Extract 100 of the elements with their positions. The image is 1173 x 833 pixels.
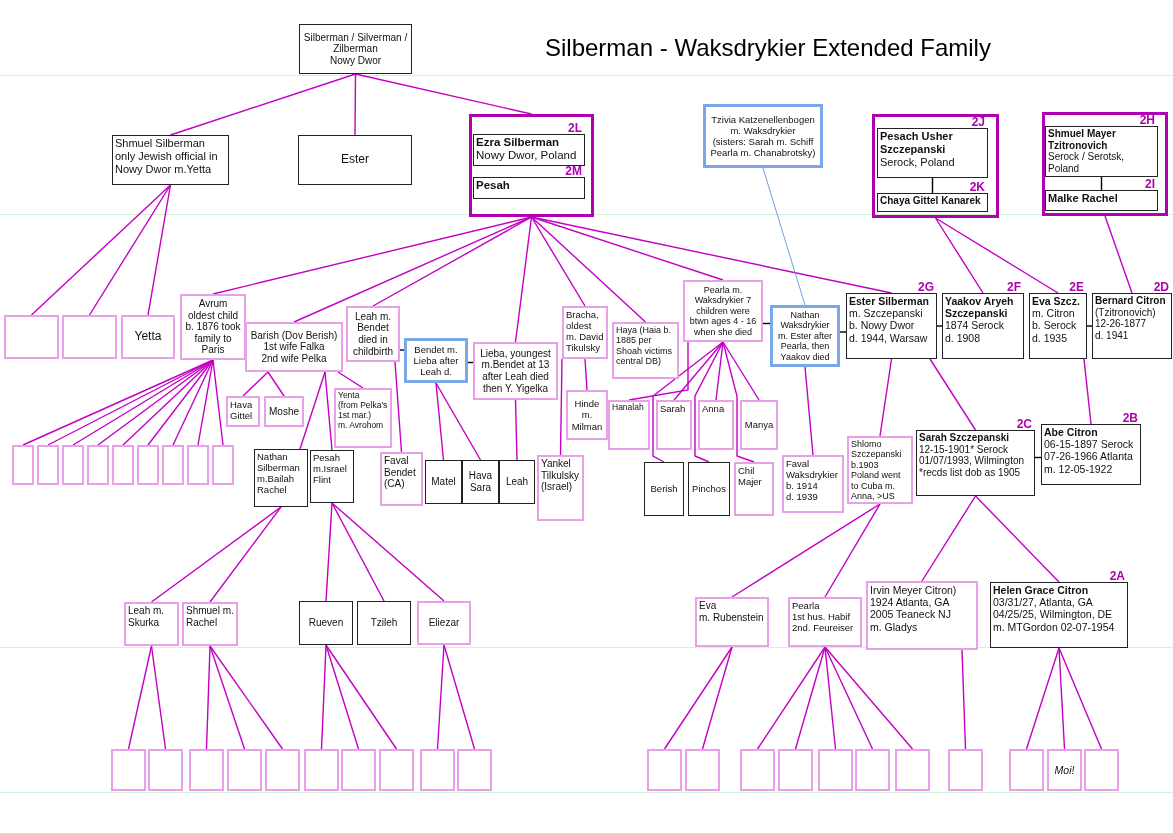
- name-text: Yankel Tilkulsky (Israel): [541, 458, 580, 493]
- person-box: [499, 460, 535, 504]
- generation-code: 2K: [969, 180, 985, 194]
- name-text: Shmuel m. Rachel: [186, 605, 234, 629]
- person-box: [782, 455, 844, 513]
- connector-line: [197, 359, 214, 446]
- empty-box: [341, 749, 376, 791]
- empty-box: [137, 445, 159, 485]
- connector-line: [209, 645, 284, 750]
- name-text: Nathan Silberman m.Bailah Rachel: [257, 451, 301, 496]
- connector-line: [1034, 456, 1042, 459]
- detail-text: m. Gladys: [870, 620, 919, 633]
- person-box: [124, 602, 179, 646]
- connector-line: [934, 217, 1059, 294]
- name-text: Eva: [699, 600, 718, 612]
- empty-box: [187, 445, 209, 485]
- name-text: Nathan Waksdrykier m. Ester after Pearla, then Yaakov died: [777, 309, 833, 363]
- connector-line: [530, 216, 647, 323]
- generation-code: 2E: [1069, 280, 1084, 294]
- connector-line: [756, 646, 826, 750]
- connector-line: [839, 331, 847, 333]
- connector-line: [467, 361, 474, 364]
- connector-line: [325, 644, 398, 750]
- connector-line: [694, 341, 724, 463]
- empty-box: [162, 445, 184, 485]
- connector-line: [172, 359, 214, 446]
- empty-box: [111, 749, 146, 791]
- detail-text: d. 1908: [945, 331, 982, 344]
- name-text: Berish: [649, 483, 679, 495]
- connector-line: [127, 645, 153, 750]
- empty-box: [148, 749, 183, 791]
- connector-line: [731, 503, 881, 598]
- connector-line: [824, 646, 837, 750]
- person-box: [656, 400, 692, 450]
- empty-box: [1084, 749, 1119, 791]
- name-text: Faval Bendet (CA): [384, 455, 417, 490]
- generation-code: 2H: [1139, 113, 1155, 127]
- name-text: Sarah: [660, 403, 687, 414]
- detail-text: Serock / Serotsk, Poland: [1048, 151, 1126, 175]
- name-text: Bendet m. Lieba after Leah d.: [412, 343, 460, 377]
- empty-box: [379, 749, 414, 791]
- name-text: Pearla m. Waksdrykier 7 children were btwn ages 4 - 16 when she died: [688, 284, 758, 338]
- empty-box: [948, 749, 983, 791]
- empty-box: [1009, 749, 1044, 791]
- connector-line: [147, 184, 172, 316]
- detail-text: 1874 Serock: [945, 319, 1005, 332]
- connector-line: [584, 358, 588, 391]
- generation-code: 2G: [918, 280, 934, 294]
- empty-box: [212, 445, 234, 485]
- connector-line: [354, 73, 357, 136]
- detail-text: 12-15-1901* Serock: [919, 443, 1009, 456]
- empty-box: [62, 315, 117, 359]
- connector-line: [1104, 215, 1133, 294]
- detail-text: m. 12-05-1922: [1044, 462, 1114, 475]
- connector-line: [559, 358, 563, 456]
- connector-line: [372, 216, 533, 307]
- person-box: [608, 400, 650, 450]
- connector-line: [804, 366, 814, 456]
- name-text: Hava Sara: [467, 470, 494, 494]
- connector-line: [514, 216, 533, 343]
- connector-line: [936, 325, 943, 327]
- name-text: Leah: [504, 476, 530, 488]
- connector-line: [436, 644, 445, 750]
- person-box: [357, 601, 411, 645]
- empty-box: [778, 749, 813, 791]
- connector-line: [921, 495, 977, 582]
- empty-box: [647, 749, 682, 791]
- person-box: [866, 581, 978, 650]
- detail-text: *recds list dob as 1905: [919, 466, 1022, 479]
- name-text: Tzileh: [369, 617, 399, 629]
- name-text: Yaakov Aryeh Szczepanski: [945, 295, 1015, 320]
- name-text: Hava Gittel: [230, 399, 254, 422]
- connector-line: [824, 646, 874, 750]
- person-box: [264, 396, 304, 427]
- person-box: [310, 450, 354, 503]
- detail-text: d. 1939: [786, 491, 819, 503]
- name-text: Yenta: [338, 391, 361, 401]
- name-text: Moi!: [1053, 763, 1076, 777]
- empty-box: [685, 749, 720, 791]
- name-text: Eva Szcz.: [1032, 295, 1081, 308]
- detail-text: b. 1914: [786, 480, 819, 492]
- detail-text: Nowy Dwor, Poland: [476, 149, 578, 163]
- detail-text: m. Rubenstein: [699, 611, 765, 624]
- connector-line: [209, 506, 282, 603]
- connector-line: [715, 341, 724, 401]
- name-text: Manya: [744, 419, 774, 431]
- detail-text: 04/25/25, Wilmington, DE: [993, 608, 1114, 621]
- person-box: [770, 305, 840, 367]
- name-text: Yetta: [133, 330, 163, 344]
- detail-text: m. Avrohom: [338, 420, 385, 431]
- name-text: Rueven: [307, 617, 345, 629]
- name-text: Avrum oldest child b. 1876 took family to Paris: [184, 298, 242, 356]
- name-text: Anna: [702, 403, 726, 414]
- person-box: [473, 342, 558, 400]
- detail-text: 2nd. Feureiser: [792, 622, 855, 634]
- connector-line: [929, 358, 977, 431]
- empty-box: [62, 445, 84, 485]
- detail-text: 03/31/27, Atlanta, GA: [993, 596, 1094, 609]
- connector-line: [824, 503, 881, 598]
- person-box: [299, 601, 353, 645]
